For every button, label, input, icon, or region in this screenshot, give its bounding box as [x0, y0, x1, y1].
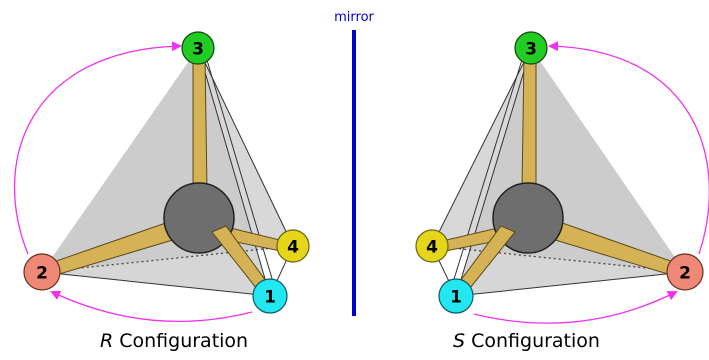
right-edge-2-1	[455, 271, 686, 297]
right-molecule: 3 4 2 1	[415, 31, 709, 324]
left-atom-3-label: 3	[192, 40, 204, 60]
left-atom-4: 4	[276, 229, 310, 263]
left-edge-3-1b	[203, 49, 277, 293]
left-edge-2-4	[41, 245, 294, 273]
right-atom-2-label: 2	[679, 264, 691, 284]
right-arrow-2-to-3	[548, 41, 709, 255]
right-bond-to-3	[521, 55, 537, 191]
left-molecule: 3 4 2 1	[13, 31, 310, 322]
left-atom-1-label: 1	[264, 288, 276, 308]
r-configuration-letter: R	[100, 330, 114, 352]
left-bond-to-3	[192, 55, 208, 191]
right-atom-1-label: 1	[450, 288, 462, 308]
right-edge-3-4	[431, 47, 532, 247]
left-atom-3: 3	[181, 31, 215, 65]
left-atom-2: 2	[23, 253, 61, 291]
right-edge-3-1	[455, 47, 532, 297]
mirror-label: mirror	[334, 10, 374, 25]
right-atom-3: 3	[514, 31, 548, 65]
left-edge-3-4	[197, 47, 294, 247]
mirror: mirror	[334, 10, 375, 316]
s-configuration-caption: S Configuration	[453, 330, 600, 352]
right-atom-3-label: 3	[525, 40, 537, 60]
left-edge-3-1	[197, 47, 271, 297]
left-atom-1: 1	[252, 278, 288, 314]
left-atom-4-label: 4	[287, 238, 299, 258]
right-atom-1: 1	[438, 278, 474, 314]
s-configuration-letter: S	[453, 330, 466, 352]
right-arrow-1-to-2	[473, 291, 678, 324]
s-configuration-text: Configuration	[465, 330, 600, 352]
r-configuration-text: Configuration	[113, 330, 249, 352]
left-arrow-2-to-3	[13, 41, 182, 255]
r-configuration-caption: R Configuration	[100, 330, 248, 352]
right-edge-2-4	[431, 245, 686, 273]
left-atom-2-label: 2	[36, 264, 48, 284]
right-atom-4: 4	[415, 229, 449, 263]
right-atom-4-label: 4	[426, 238, 438, 258]
right-atom-2: 2	[666, 253, 704, 291]
left-edge-2-1	[41, 271, 271, 297]
left-arrow-1-to-2	[50, 290, 253, 322]
right-edge-3-1b	[449, 49, 526, 293]
